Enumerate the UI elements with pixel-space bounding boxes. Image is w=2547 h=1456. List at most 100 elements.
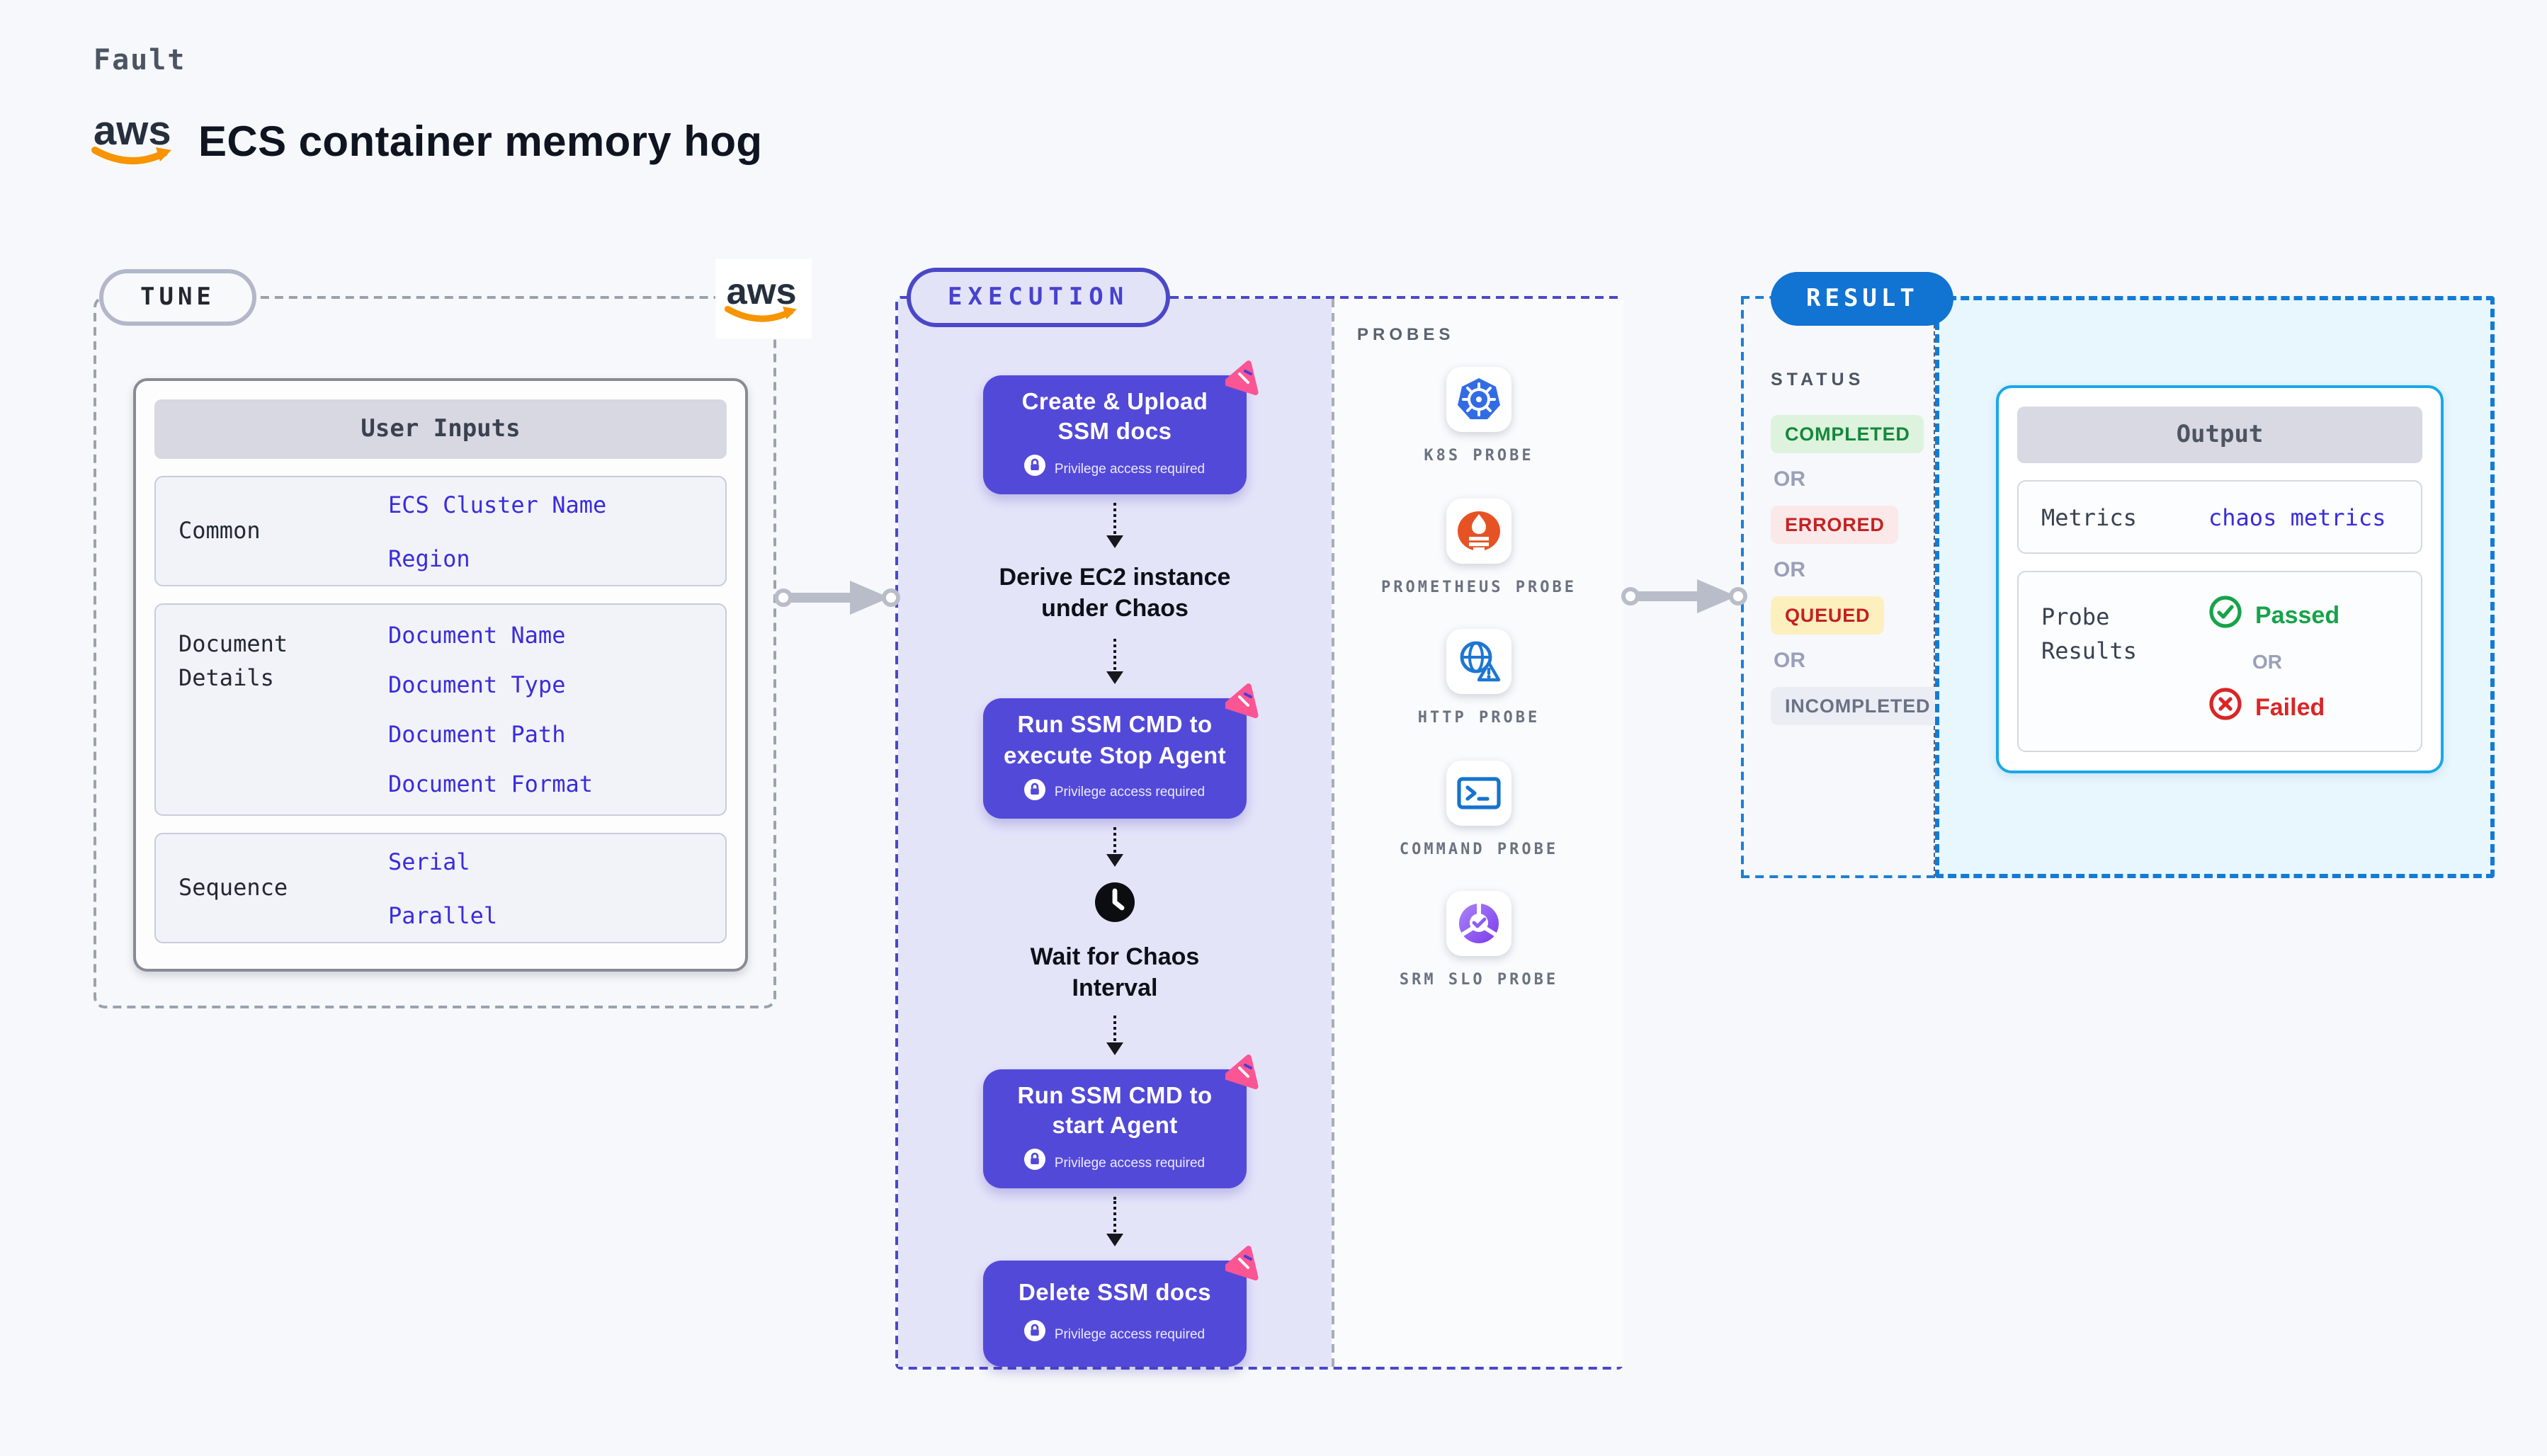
page-title-row: aws ECS container memory hog	[91, 108, 762, 177]
probe-results-label: Probe Results	[2041, 603, 2137, 664]
row-label: Document Details	[178, 630, 288, 691]
step-title: Create & Upload SSM docs	[1021, 389, 1208, 445]
privilege-label: Privilege access required	[1054, 785, 1206, 801]
execution-section: EXECUTION Create & Upload SSM docs	[895, 268, 1623, 1370]
probe-item-srm-slo: SRM SLO PROBE	[1380, 891, 1578, 992]
metrics-label: Metrics	[2041, 504, 2137, 530]
aws-logo-icon: aws	[715, 259, 812, 339]
lock-icon	[1024, 1320, 1046, 1348]
check-circle-icon	[2208, 595, 2242, 636]
probes-panel: PROBES	[1332, 299, 1623, 1367]
flow-step-wait-interval: Wait for Chaos Interval	[1016, 881, 1214, 1004]
failed-line: Failed	[2208, 687, 2339, 728]
status-badge: COMPLETED	[1771, 415, 1924, 453]
or-label: OR	[1774, 649, 1805, 673]
table-row: Document Details Document Name Document …	[154, 603, 727, 816]
row-value: Document Type	[388, 671, 566, 698]
lock-icon	[1024, 1149, 1046, 1178]
user-inputs-card: User Inputs Common ECS Cluster Name Regi…	[133, 378, 748, 972]
svg-text:aws: aws	[93, 108, 171, 154]
passed-label: Passed	[2255, 601, 2340, 628]
globe-warning-icon	[1446, 629, 1511, 694]
probe-label: SRM SLO PROBE	[1399, 970, 1559, 989]
clock-icon	[1094, 881, 1136, 931]
step-title: Run SSM CMD to start Agent	[1017, 1084, 1213, 1139]
prometheus-icon	[1446, 498, 1511, 563]
privilege-label: Privilege access required	[1054, 1155, 1206, 1171]
litmus-chaos-icon	[1223, 360, 1262, 404]
terminal-icon	[1446, 760, 1511, 825]
arrow-down-icon	[1106, 1197, 1123, 1246]
wait-label: Wait for Chaos Interval	[1030, 943, 1200, 1001]
litmus-chaos-icon	[1223, 1054, 1262, 1098]
flow-step-delete-ssm: Delete SSM docs Privilege access require…	[983, 1245, 1259, 1367]
row-value: ECS Cluster Name	[388, 491, 607, 518]
arrow-down-icon	[1106, 1015, 1123, 1056]
row-value: Serial	[388, 848, 470, 875]
or-label: OR	[1774, 558, 1805, 582]
probe-label: PROMETHEUS PROBE	[1381, 577, 1577, 596]
probe-item-k8s: K8S PROBE	[1380, 367, 1578, 468]
status-label: STATUS	[1771, 370, 1865, 389]
table-row: Sequence Serial Parallel	[154, 833, 727, 943]
lock-icon	[1024, 778, 1046, 807]
row-label: Common	[178, 517, 261, 544]
svg-text:aws: aws	[727, 271, 797, 312]
passed-line: Passed	[2208, 595, 2339, 636]
privilege-label: Privilege access required	[1054, 461, 1206, 477]
failed-label: Failed	[2255, 693, 2325, 720]
or-label: OR	[2252, 650, 2282, 673]
execution-flow: Create & Upload SSM docs Privilege acces…	[898, 299, 1332, 1367]
flow-step-start-agent: Run SSM CMD to start Agent Privilege acc…	[983, 1054, 1259, 1189]
status-badge: ERRORED	[1771, 506, 1899, 544]
kubernetes-icon	[1446, 367, 1511, 432]
probe-item-prometheus: PROMETHEUS PROBE	[1380, 498, 1578, 599]
page-title: ECS container memory hog	[198, 118, 763, 165]
row-value: Document Path	[388, 721, 566, 748]
row-value: Region	[388, 545, 470, 571]
probe-label: K8S PROBE	[1424, 446, 1534, 465]
or-label: OR	[1774, 467, 1805, 491]
tune-pill: TUNE	[99, 269, 256, 326]
probe-results-row: Probe Results Passed OR	[2017, 571, 2422, 752]
flow-step-stop-agent: Run SSM CMD to execute Stop Agent Privil…	[983, 683, 1259, 819]
row-value: Parallel	[388, 902, 498, 928]
metrics-row: Metrics chaos metrics	[2017, 480, 2422, 554]
user-inputs-header: User Inputs	[154, 399, 727, 459]
slo-gauge-icon	[1446, 891, 1511, 956]
status-badge: INCOMPLETED	[1771, 687, 1945, 725]
row-label: Sequence	[178, 874, 288, 901]
result-pill: RESULT	[1771, 272, 1954, 326]
row-value: Document Name	[388, 622, 566, 649]
output-header: Output	[2017, 406, 2422, 463]
status-badge: QUEUED	[1771, 596, 1885, 635]
probes-label: PROBES	[1357, 324, 1455, 344]
probe-label: COMMAND PROBE	[1399, 839, 1559, 858]
tune-section: TUNE aws User Inputs Common ECS Cluster …	[93, 259, 812, 1008]
metrics-value: chaos metrics	[2208, 504, 2386, 530]
probe-label: HTTP PROBE	[1417, 708, 1541, 727]
arrow-right-icon	[774, 581, 900, 615]
lock-icon	[1024, 455, 1046, 483]
flow-step-derive-ec2: Derive EC2 instance under Chaos	[999, 564, 1231, 622]
probe-item-http: HTTP PROBE	[1380, 629, 1578, 730]
table-row: Common ECS Cluster Name Region	[154, 476, 727, 586]
privilege-label: Privilege access required	[1054, 1326, 1206, 1342]
probe-item-command: COMMAND PROBE	[1380, 760, 1578, 861]
fault-kind-label: Fault	[93, 42, 186, 76]
arrow-right-icon	[1621, 579, 1747, 613]
arrow-down-icon	[1106, 826, 1123, 867]
result-status-panel: RESULT STATUS COMPLETED OR ERRORED OR QU…	[1741, 272, 1954, 878]
output-card: Output Metrics chaos metrics Probe Resul…	[1996, 385, 2444, 773]
execution-pill: EXECUTION	[907, 268, 1171, 327]
x-circle-icon	[2208, 687, 2242, 728]
arrow-down-icon	[1106, 639, 1123, 685]
result-output-panel: Output Metrics chaos metrics Probe Resul…	[1935, 296, 2495, 878]
row-value: Document Format	[388, 770, 593, 797]
flow-step-create-upload-ssm: Create & Upload SSM docs Privilege acces…	[983, 360, 1259, 495]
step-title: Delete SSM docs	[1019, 1280, 1211, 1306]
arrow-down-icon	[1106, 503, 1123, 549]
litmus-chaos-icon	[1223, 1245, 1262, 1289]
step-title: Run SSM CMD to execute Stop Agent	[1003, 712, 1226, 769]
